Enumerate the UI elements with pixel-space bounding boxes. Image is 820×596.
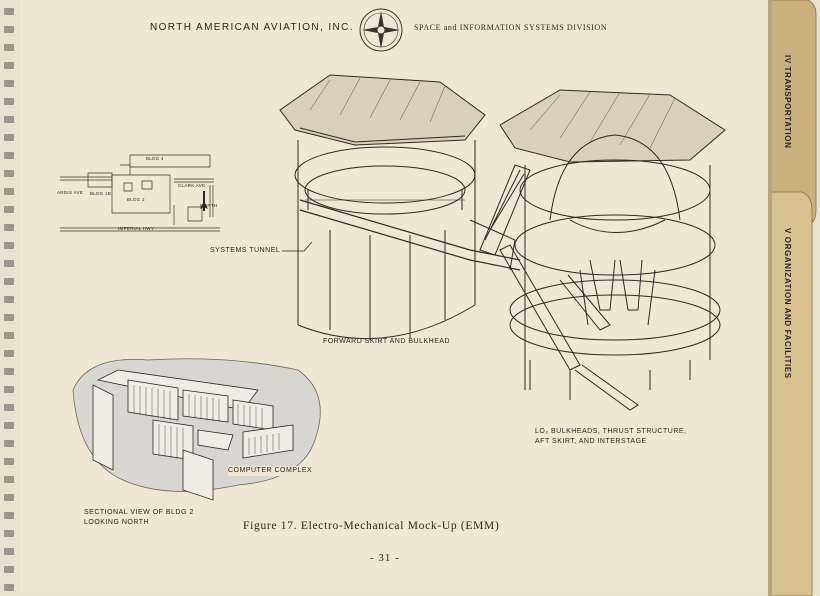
binding-hole <box>4 386 14 393</box>
binding-hole <box>4 440 14 447</box>
site-map <box>60 154 220 232</box>
binding-hole <box>4 278 14 285</box>
tab-organization-facilities[interactable]: V ORGANIZATION AND FACILITIES <box>783 228 792 379</box>
label-sectional-line1: SECTIONAL VIEW OF BLDG 2 <box>84 509 194 516</box>
label-lo2-line2: AFT SKIRT, AND INTERSTAGE <box>535 438 647 445</box>
binding-hole <box>4 260 14 267</box>
map-label-ardis-ave: ARDIS AVE <box>57 190 84 195</box>
binding-hole <box>4 170 14 177</box>
binding-hole <box>4 206 14 213</box>
binding-hole <box>4 26 14 33</box>
figure-caption: Figure 17. Electro-Mechanical Mock-Up (E… <box>243 520 500 532</box>
binding-hole <box>4 350 14 357</box>
binding-hole <box>4 368 14 375</box>
label-sectional-line2: LOOKING NORTH <box>84 519 150 526</box>
binding-hole <box>4 566 14 573</box>
binding-hole <box>4 62 14 69</box>
page-number: - 31 - <box>370 552 400 564</box>
binding-hole <box>4 404 14 411</box>
binding-hole <box>4 116 14 123</box>
map-label-clark-ave: CLARK AVE <box>178 183 206 188</box>
map-label-imperial-hwy: IMPERIAL HWY <box>118 226 155 231</box>
binding-hole <box>4 224 14 231</box>
label-forward-skirt: FORWARD SKIRT AND BULKHEAD <box>323 338 451 345</box>
label-computer-complex: COMPUTER COMPLEX <box>228 466 313 476</box>
company-name: NORTH AMERICAN AVIATION, INC. <box>150 22 354 33</box>
binding-hole <box>4 242 14 249</box>
systems-tunnel-leader <box>282 241 313 252</box>
binding-hole <box>4 314 14 321</box>
map-label-bldg2: BLDG 2 <box>127 197 145 202</box>
binding-hole <box>4 296 14 303</box>
label-systems-tunnel: SYSTEMS TUNNEL <box>210 247 281 254</box>
binding-hole <box>4 80 14 87</box>
binding-hole <box>4 152 14 159</box>
binding-hole <box>4 98 14 105</box>
label-lo2-line1: LO₂ BULKHEADS, THRUST STRUCTURE, <box>535 428 687 435</box>
map-label-bldg1b: BLDG 1B <box>90 191 112 196</box>
binding-hole <box>4 188 14 195</box>
binding-hole <box>4 458 14 465</box>
binding-hole <box>4 584 14 591</box>
binding-hole <box>4 422 14 429</box>
binding-hole <box>4 134 14 141</box>
sectional-view-illustration <box>72 358 321 501</box>
division-name: SPACE and INFORMATION SYSTEMS DIVISION <box>414 23 608 32</box>
binding-hole <box>4 530 14 537</box>
company-logo-icon <box>359 8 403 52</box>
binding-hole <box>4 332 14 339</box>
map-label-bldg4: BLDG 4 <box>146 156 164 161</box>
binding-hole <box>4 8 14 15</box>
binding-hole <box>4 512 14 519</box>
section-tabs <box>768 0 817 596</box>
tab-transportation[interactable]: IV TRANSPORTATION <box>783 55 792 149</box>
binding-hole <box>4 494 14 501</box>
spiral-binding <box>4 8 14 591</box>
emm-illustration <box>279 74 726 411</box>
binding-hole <box>4 476 14 483</box>
binding-hole <box>4 548 14 555</box>
binding-hole <box>4 44 14 51</box>
map-label-north: NORTH <box>200 203 218 208</box>
